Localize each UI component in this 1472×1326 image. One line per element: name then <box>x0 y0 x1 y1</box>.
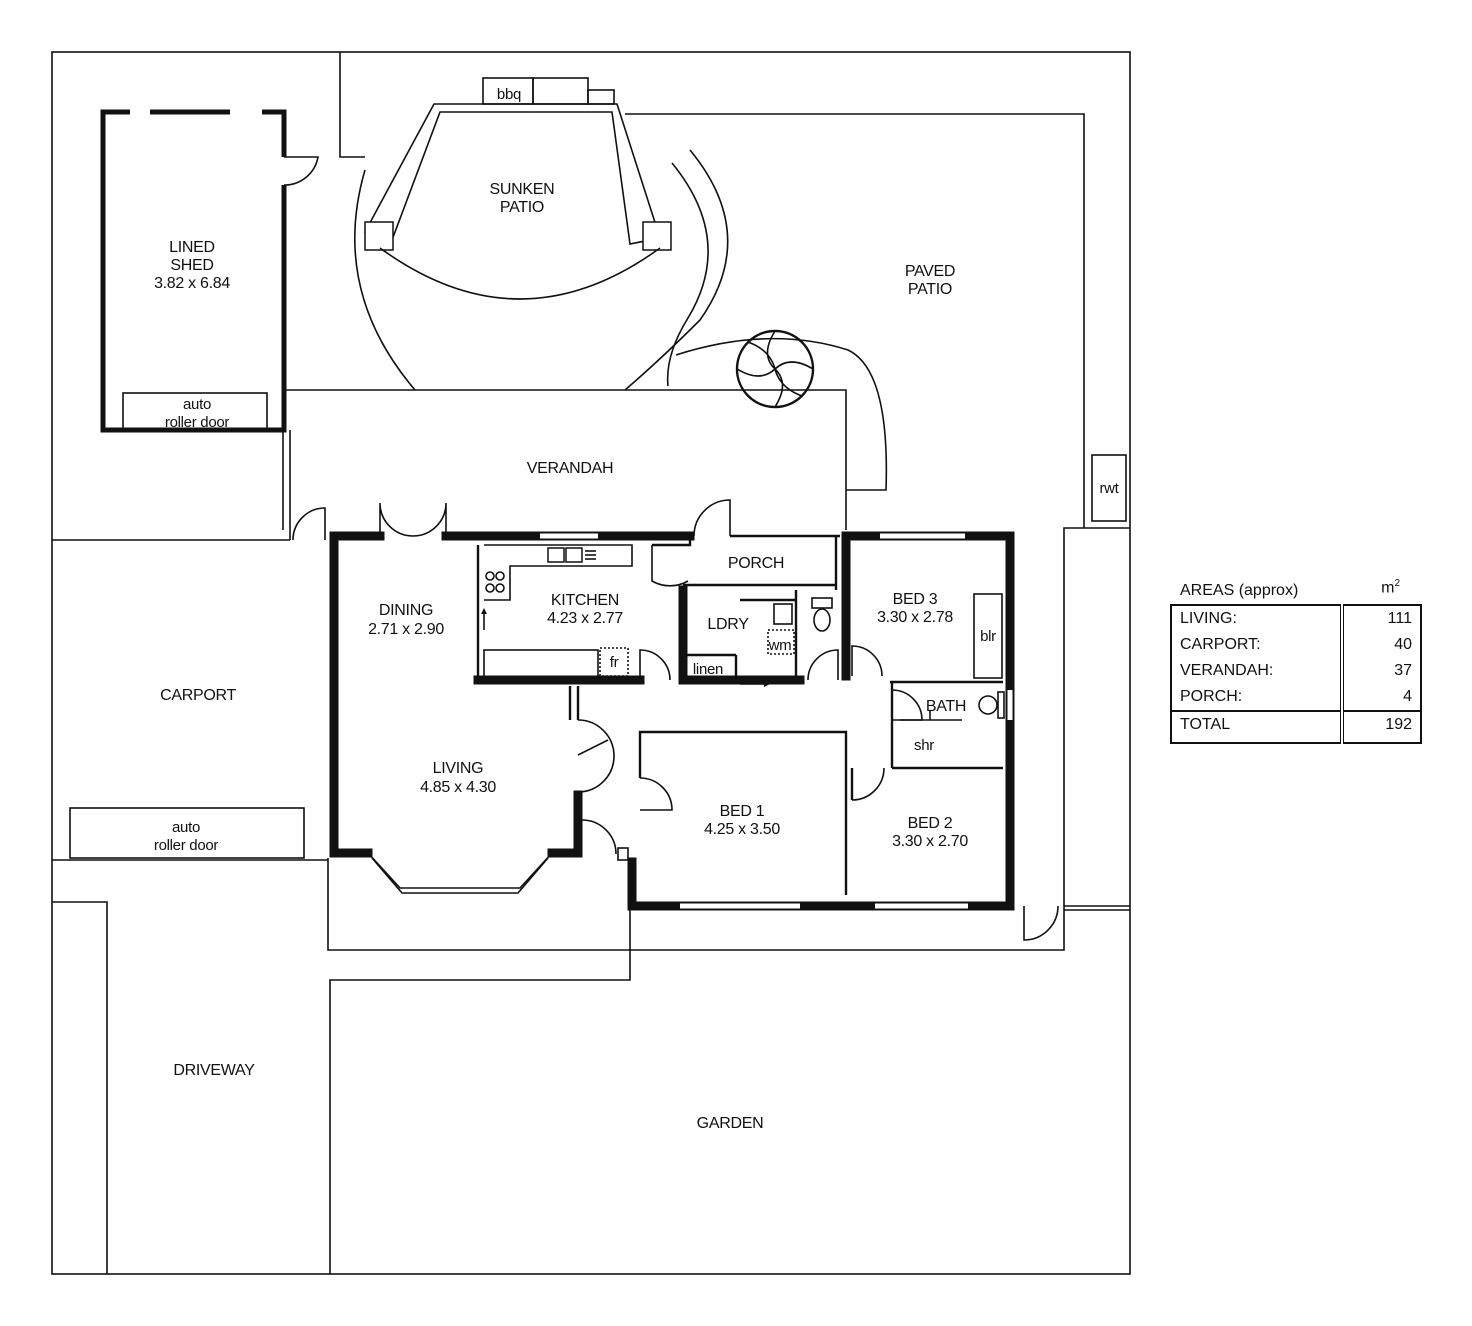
areas-row-value: 4 <box>1340 684 1421 711</box>
label-shed-dims: 3.82 x 6.84 <box>154 275 230 292</box>
label-dining: DINING <box>379 602 433 619</box>
label-verandah: VERANDAH <box>527 460 614 477</box>
label-driveway: DRIVEWAY <box>173 1062 255 1079</box>
label-bed1-dims: 4.25 x 3.50 <box>704 821 780 838</box>
site-lines <box>51 51 1131 1275</box>
areas-title: AREAS (approx) <box>1180 582 1299 599</box>
label-bed2-dims: 3.30 x 2.70 <box>892 833 968 850</box>
areas-row-label: LIVING: <box>1180 610 1237 627</box>
label-bath: BATH <box>926 698 966 715</box>
label-bed2: BED 2 <box>908 815 953 832</box>
areas-total-label: TOTAL <box>1171 710 1342 743</box>
areas-header: AREAS (approx) m2 <box>1170 578 1422 604</box>
areas-row-value: 37 <box>1340 658 1421 684</box>
doors <box>292 499 1059 941</box>
sunken-patio <box>354 77 888 491</box>
label-living: LIVING <box>433 760 484 777</box>
label-sunken-2: PATIO <box>500 199 544 216</box>
label-dining-dims: 2.71 x 2.90 <box>368 621 444 638</box>
house-walls <box>329 531 1015 911</box>
label-carport-door-1: auto <box>172 819 200 836</box>
label-shr: shr <box>914 737 934 754</box>
areas-row: LIVING: 111 <box>1171 605 1421 632</box>
label-carport: CARPORT <box>160 687 236 704</box>
areas-row: PORCH: 4 <box>1171 684 1421 711</box>
areas-unit-sup: 2 <box>1394 578 1400 589</box>
label-wm: wm <box>768 637 792 654</box>
label-bed1: BED 1 <box>720 803 765 820</box>
areas-row-label: PORCH: <box>1180 688 1243 705</box>
label-paved-2: PATIO <box>908 281 952 298</box>
label-blr: blr <box>980 628 996 645</box>
areas-total-row: TOTAL 192 <box>1171 710 1421 743</box>
areas-row: CARPORT: 40 <box>1171 632 1421 658</box>
areas-total-value: 192 <box>1340 710 1421 743</box>
label-bed3: BED 3 <box>893 591 938 608</box>
label-shed-door-2: roller door <box>165 414 230 431</box>
label-linen: linen <box>693 661 723 678</box>
label-bbq: bbq <box>497 86 521 103</box>
label-sunken-1: SUNKEN <box>490 181 555 198</box>
carport-roller-door <box>69 807 305 859</box>
label-garden: GARDEN <box>697 1115 764 1132</box>
label-carport-door-2: roller door <box>154 837 219 854</box>
label-paved-1: PAVED <box>905 263 955 280</box>
rainwater-tank <box>1091 454 1127 522</box>
label-kitchen-dims: 4.23 x 2.77 <box>547 610 623 627</box>
label-living-dims: 4.85 x 4.30 <box>420 779 496 796</box>
areas-unit-m: m <box>1381 579 1395 597</box>
areas-row-label: CARPORT: <box>1180 636 1261 653</box>
areas-row-value: 40 <box>1340 632 1421 658</box>
label-porch: PORCH <box>728 555 784 572</box>
label-kitchen: KITCHEN <box>551 592 619 609</box>
label-rwt: rwt <box>1099 480 1119 497</box>
areas-row-value: 111 <box>1340 605 1421 632</box>
areas-row: VERANDAH: 37 <box>1171 658 1421 684</box>
lined-shed <box>100 109 319 433</box>
fixtures <box>481 544 1005 861</box>
label-shed-name: LINED <box>169 239 215 256</box>
label-fridge: fr <box>610 654 619 671</box>
areas-unit: m2 <box>1381 578 1400 597</box>
label-bed3-dims: 3.30 x 2.78 <box>877 609 953 626</box>
areas-row-label: VERANDAH: <box>1180 662 1274 679</box>
label-laundry: LDRY <box>707 616 749 633</box>
label-shed-name-2: SHED <box>170 257 213 274</box>
labels: LINED SHED 3.82 x 6.84 auto roller door … <box>154 86 1120 1132</box>
label-shed-door-1: auto <box>183 396 211 413</box>
